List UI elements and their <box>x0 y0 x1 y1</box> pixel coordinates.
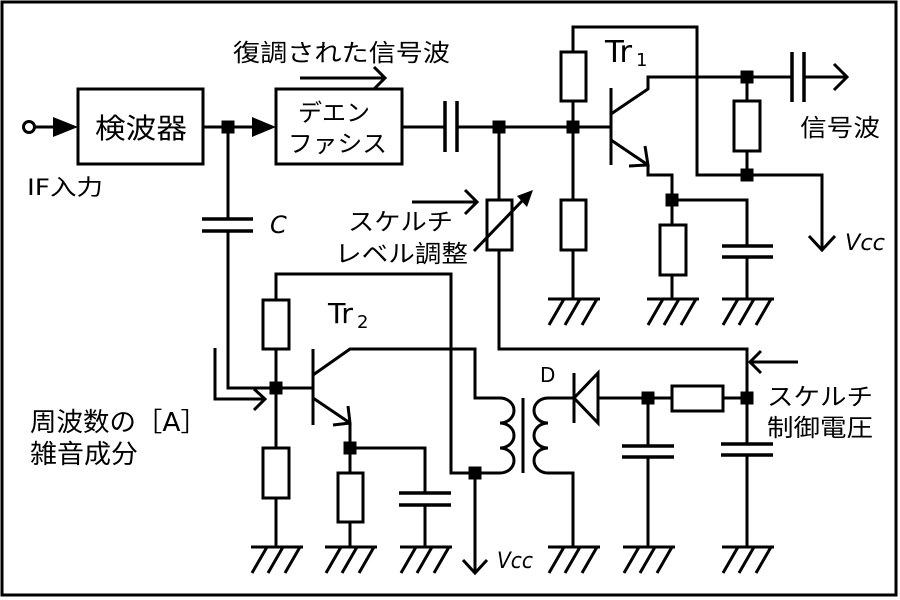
diode-label: D <box>540 363 555 387</box>
input-terminal-circle <box>22 120 36 134</box>
ground-icon <box>324 545 377 574</box>
tr1-emitter <box>610 138 649 167</box>
junction-node <box>269 381 283 395</box>
deemphasis-label-line1: デエン <box>298 99 370 127</box>
junction-node <box>665 193 679 207</box>
vcc-label-top: Vcc <box>845 231 885 256</box>
signal-arrowhead <box>252 117 276 137</box>
vcc-label-bottom: Vcc <box>497 549 533 574</box>
ground-icon <box>721 297 774 326</box>
capacitor-c-label: C <box>270 211 287 239</box>
tr2-label: Tr <box>327 297 354 330</box>
demodulated-signal-arrow <box>300 65 388 91</box>
tr2-label-subscript: 2 <box>357 312 368 333</box>
noise-component-label-line2: 雑音成分 <box>30 440 138 470</box>
if-input-label: IF入力 <box>27 176 103 201</box>
resistor-emitter-tr1 <box>658 223 688 277</box>
ground-icon <box>547 545 600 574</box>
ground-icon <box>399 545 452 574</box>
deemphasis-box <box>274 87 404 166</box>
tr1-collector <box>610 75 792 116</box>
tr1-label: Tr <box>604 35 633 70</box>
resistor-bias-lower-tr1 <box>559 198 588 252</box>
tr2-emitter <box>312 396 351 425</box>
junction-node <box>566 120 580 134</box>
demodulated-signal-label: 復調された信号波 <box>233 39 450 67</box>
ground-icon <box>250 545 303 574</box>
resistor-bias-upper-tr2 <box>261 298 291 351</box>
wire <box>350 446 427 493</box>
arrow-head-icon <box>252 387 268 412</box>
squelch-level-label-line1: スケルチ <box>348 208 453 236</box>
squelch-level-pointer <box>412 188 480 216</box>
transformer-primary-coil <box>475 396 516 475</box>
vcc-arrow-icon <box>461 558 489 576</box>
transformer-secondary-coil <box>532 396 575 547</box>
wire <box>274 272 475 475</box>
transformer <box>475 396 575 547</box>
squelch-control-pointer <box>747 349 798 375</box>
detector-block: 検波器 <box>76 87 205 166</box>
ground-icon <box>721 545 774 574</box>
tr2-collector <box>312 347 500 400</box>
resistor-filter <box>670 384 725 413</box>
junction-node <box>740 391 754 405</box>
arrow-head-icon <box>463 188 480 216</box>
deemphasis-label-line2: ファシス <box>288 130 387 158</box>
resistor-bias-upper-tr1 <box>559 50 588 103</box>
vcc-arrow-icon <box>807 234 837 253</box>
squelch-level-variable-resistor <box>472 190 533 253</box>
junction-node <box>468 466 482 480</box>
junction-nodes <box>221 70 754 480</box>
squelch-level-label-line2: レベル調整 <box>335 240 468 268</box>
resistor-collector-tr1 <box>732 99 762 153</box>
junction-node <box>343 441 357 455</box>
detector-label: 検波器 <box>95 112 187 145</box>
transistor-tr2 <box>276 347 500 473</box>
arrow-head-icon <box>372 65 388 91</box>
capacitor-c <box>202 127 276 390</box>
signal-output-label: 信号波 <box>800 114 880 142</box>
tr1-label-subscript: 1 <box>636 50 647 71</box>
junction-node <box>740 168 754 182</box>
arrow-shaft <box>213 348 265 401</box>
junction-node <box>740 70 754 84</box>
resistor-bias-lower-tr2 <box>261 446 291 500</box>
wire <box>571 25 824 249</box>
wire <box>226 231 276 390</box>
deemphasis-block: デエン ファシス <box>274 87 404 166</box>
junction-node <box>492 120 506 134</box>
resistor-emitter-tr2 <box>336 471 365 524</box>
ground-icon <box>547 297 600 326</box>
arrow-head-icon <box>747 349 763 375</box>
output-arrow-icon <box>832 62 850 92</box>
noise-component-pointer <box>213 348 268 412</box>
squelch-control-label-line1: スケルチ <box>767 383 873 411</box>
adjust-arrow-shaft <box>472 199 524 253</box>
signal-arrowhead <box>53 117 78 137</box>
junction-node <box>641 391 655 405</box>
ground-icon <box>622 545 675 574</box>
if-input-terminal <box>22 117 78 137</box>
adjust-arrow-icon <box>517 190 533 207</box>
noise-component-label-line1: 周波数の［A］ <box>30 408 207 438</box>
wire <box>672 198 749 246</box>
squelch-control-label-line2: 制御電圧 <box>767 414 873 442</box>
junction-node <box>221 120 235 134</box>
ground-icon <box>646 297 699 326</box>
